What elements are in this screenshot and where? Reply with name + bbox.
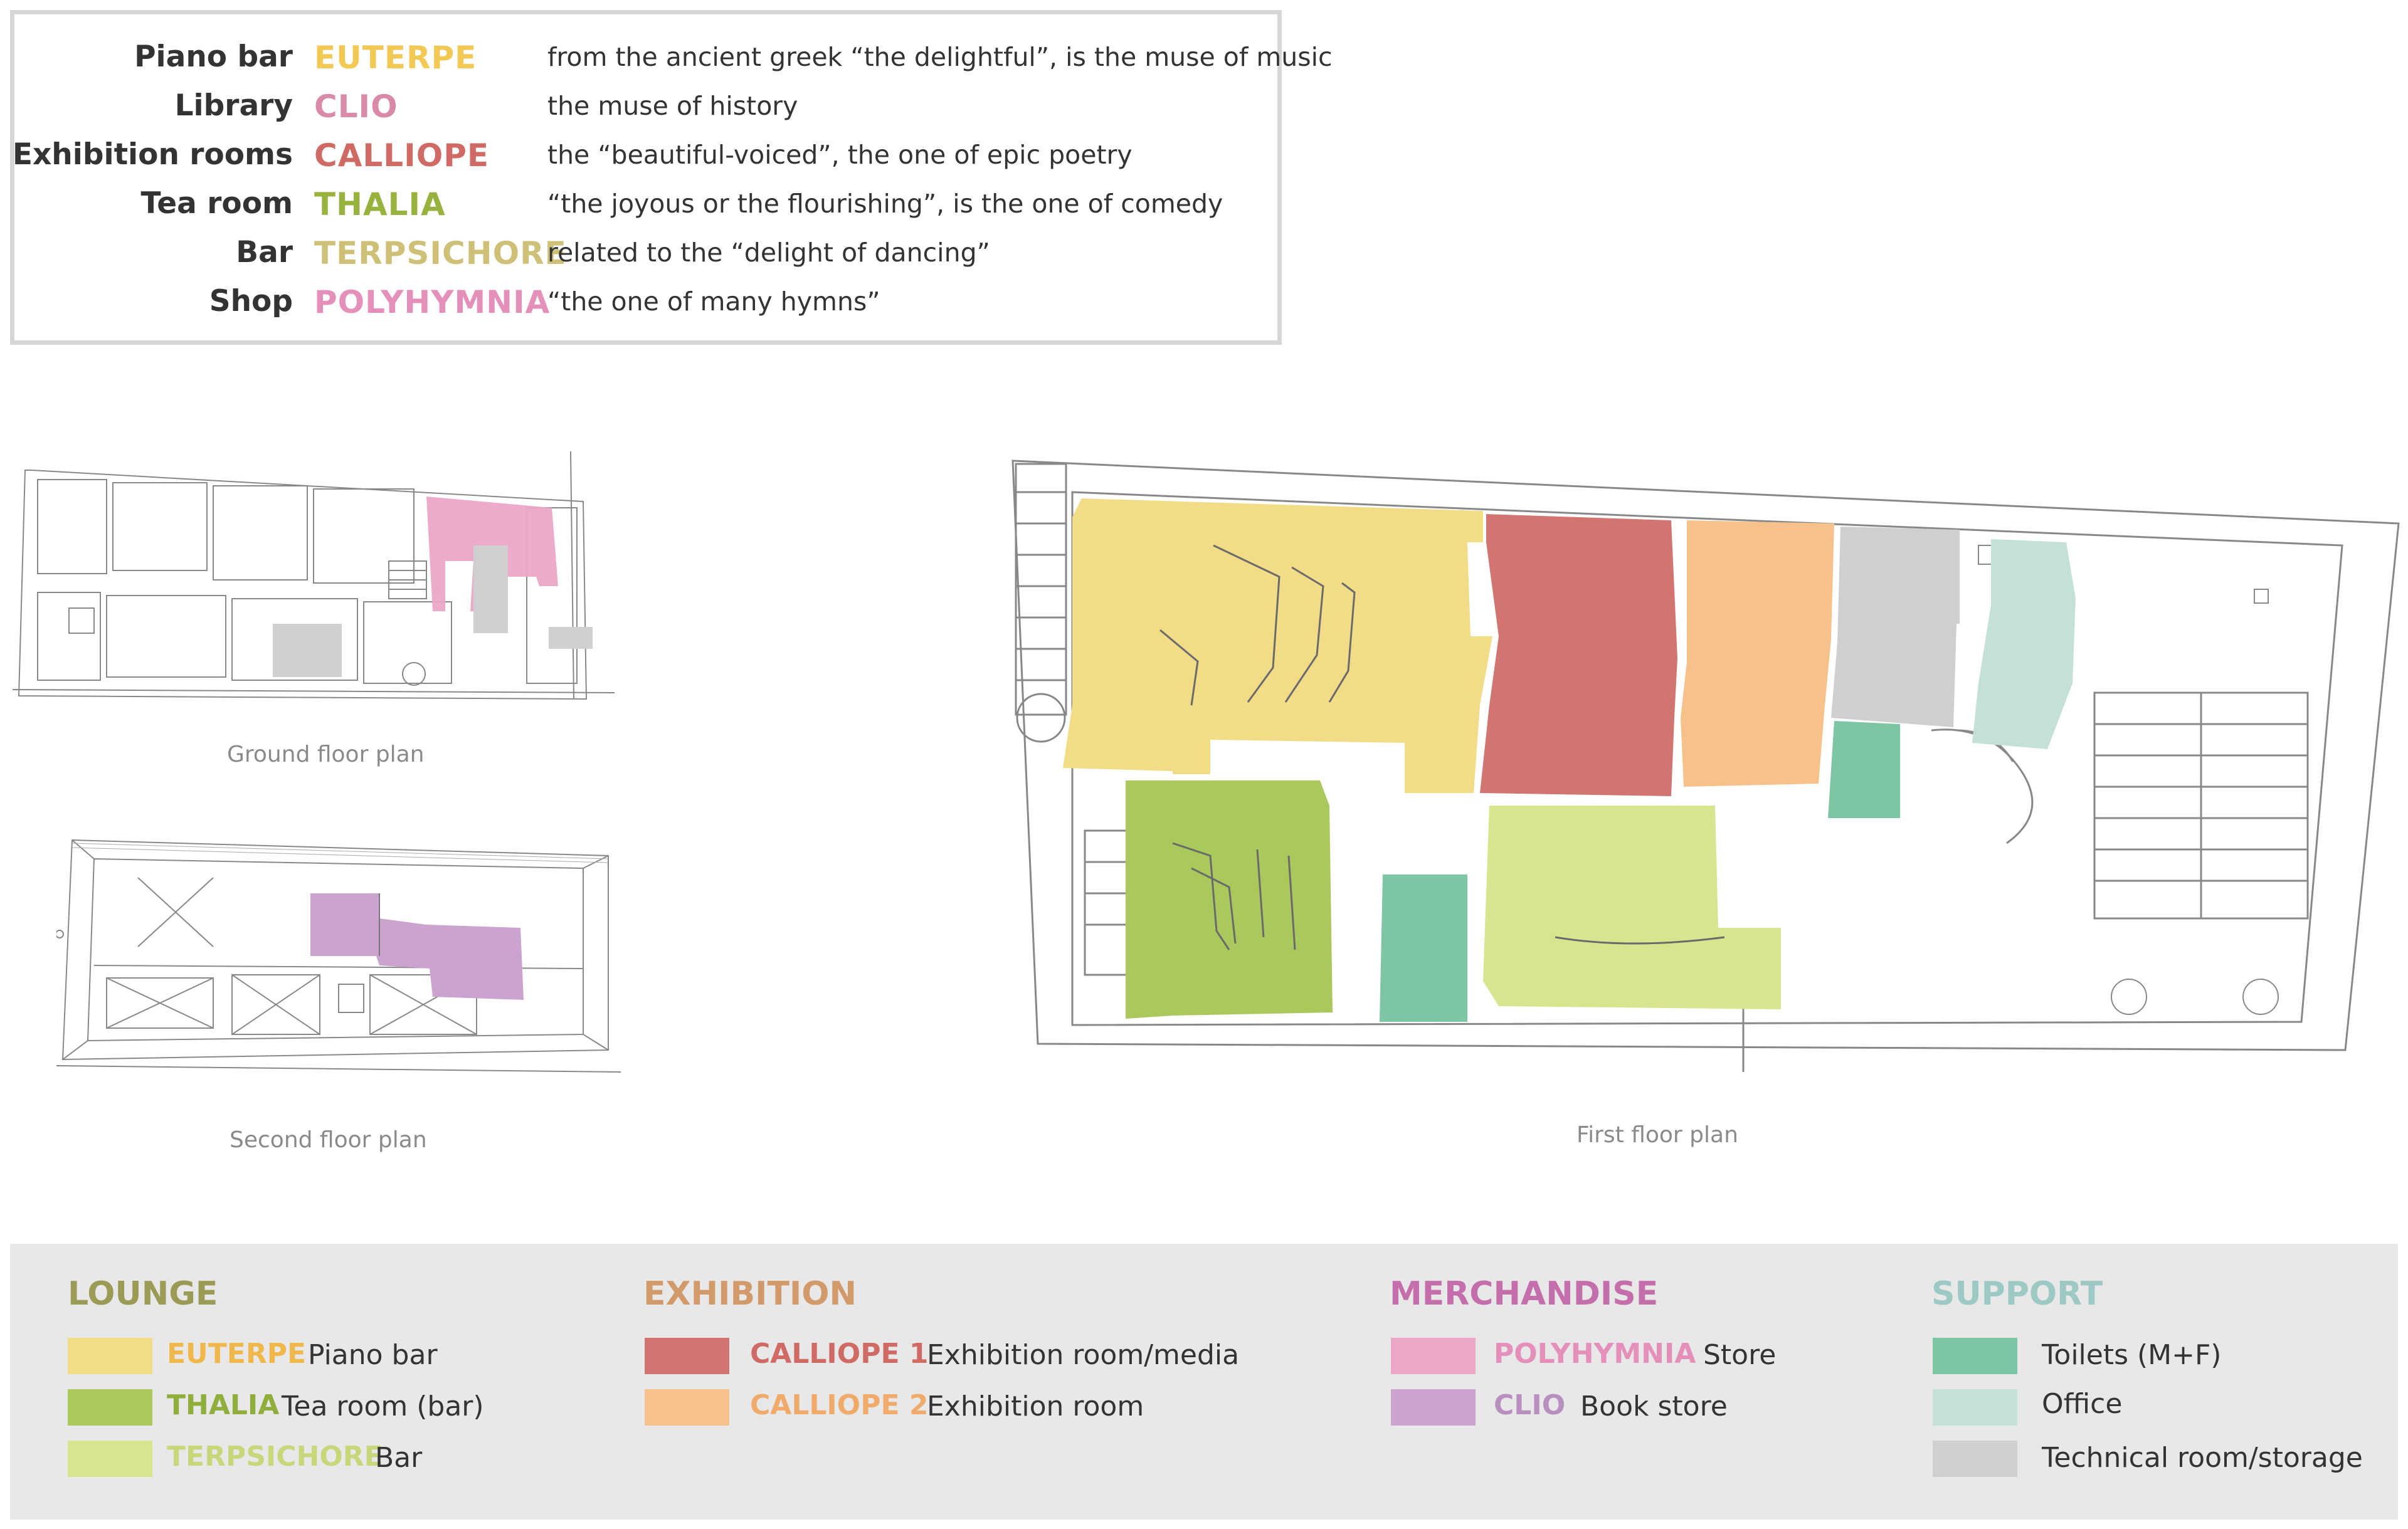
toilets-zone	[1380, 875, 1467, 1022]
muse-description: the muse of history	[547, 91, 798, 121]
legend-item-desc: Piano bar	[308, 1339, 438, 1371]
office-swatch	[1933, 1389, 2017, 1426]
legend-item-name: CALLIOPE 1	[750, 1338, 929, 1370]
legend-item-desc: Exhibition room/media	[927, 1339, 1240, 1371]
muse-row: Library CLIO the muse of history	[14, 88, 1277, 137]
legend-item-name: CALLIOPE 2	[750, 1389, 929, 1421]
legend-item-name: POLYHYMNIA	[1494, 1338, 1696, 1370]
muse-description: from the ancient greek “the delightful”,…	[547, 42, 1333, 72]
second-floor-caption: Second floor plan	[230, 1127, 427, 1153]
muse-row: Tea room THALIA “the joyous or the flour…	[14, 186, 1277, 235]
legend-item-desc: Store	[1703, 1339, 1777, 1371]
muse-name: THALIA	[314, 186, 446, 223]
thalia-swatch	[68, 1389, 152, 1426]
toilets-zone	[1828, 721, 1900, 818]
muse-row: Exhibition rooms CALLIOPE the “beautiful…	[12, 137, 1277, 186]
calliope-2-zone	[1681, 520, 1834, 787]
muse-name: CLIO	[314, 88, 398, 125]
muse-room-label: Library	[174, 88, 293, 123]
muse-row: Bar TERPSICHORE related to the “delight …	[14, 235, 1277, 284]
legend-category-support: SUPPORT	[1931, 1275, 2103, 1313]
legend-item-name: CLIO	[1494, 1389, 1566, 1421]
legend-item-desc: Book store	[1580, 1390, 1728, 1422]
technical-zone	[549, 627, 593, 649]
function-legend: LOUNGE EUTERPE Piano bar THALIA Tea room…	[10, 1244, 2398, 1520]
muse-description: “the one of many hymns”	[547, 286, 880, 317]
technical-swatch	[1933, 1441, 2017, 1477]
muse-name: EUTERPE	[314, 39, 477, 76]
calliope-2-swatch	[645, 1389, 729, 1426]
legend-item-name: EUTERPE	[167, 1338, 307, 1370]
muse-row: Shop POLYHYMNIA “the one of many hymns”	[14, 284, 1277, 333]
office-zone	[1972, 539, 2076, 749]
muse-room-label: Shop	[209, 284, 293, 318]
muse-name: CALLIOPE	[314, 137, 490, 174]
legend-item-desc: Technical room/storage	[2042, 1442, 2363, 1474]
legend-item-desc: Tea room (bar)	[282, 1390, 484, 1422]
second-floor-plan	[56, 839, 621, 1073]
muse-name: POLYHYMNIA	[314, 284, 551, 320]
toilets-swatch	[1933, 1338, 2017, 1374]
euterpe-swatch	[68, 1338, 152, 1374]
muse-room-label: Exhibition rooms	[12, 137, 293, 172]
muse-description: related to the “delight of dancing”	[547, 238, 990, 268]
euterpe-zone	[1063, 498, 1492, 793]
technical-zone	[273, 624, 342, 677]
terpsichore-zone	[1483, 806, 1781, 1009]
polyhymnia-swatch	[1391, 1338, 1476, 1374]
technical-zone	[473, 545, 508, 633]
legend-category-lounge: LOUNGE	[68, 1275, 218, 1313]
thalia-zone	[1126, 780, 1333, 1019]
ground-floor-plan	[13, 451, 615, 700]
legend-item-name: TERPSICHORE	[167, 1441, 383, 1473]
technical-zone	[1831, 527, 1960, 727]
clio-swatch	[1391, 1389, 1476, 1426]
muse-description: “the joyous or the flourishing”, is the …	[547, 189, 1223, 219]
clio-zone	[310, 893, 524, 1000]
ground-floor-caption: Ground floor plan	[227, 742, 425, 767]
muse-name: TERPSICHORE	[314, 235, 567, 271]
muse-description: the “beautiful-voiced”, the one of epic …	[547, 140, 1133, 170]
muse-room-label: Tea room	[140, 186, 293, 221]
calliope-1-swatch	[645, 1338, 729, 1374]
legend-category-merchandise: MERCHANDISE	[1390, 1275, 1659, 1313]
first-floor-caption: First floor plan	[1576, 1122, 1738, 1148]
legend-item-desc: Exhibition room	[927, 1390, 1144, 1422]
terpsichore-swatch	[68, 1441, 152, 1477]
first-floor-plan	[1011, 460, 2400, 1072]
legend-item-desc: Bar	[375, 1442, 423, 1474]
muse-row: Piano bar EUTERPE from the ancient greek…	[14, 39, 1332, 88]
legend-item-desc: Office	[2042, 1388, 2123, 1420]
legend-category-exhibition: EXHIBITION	[643, 1275, 857, 1313]
legend-item-desc: Toilets (M+F)	[2042, 1339, 2222, 1371]
calliope-1-zone	[1480, 514, 1677, 796]
muse-room-label: Piano bar	[134, 39, 293, 74]
muse-legend-box: Piano bar EUTERPE from the ancient greek…	[10, 10, 1333, 345]
muse-room-label: Bar	[236, 235, 293, 270]
legend-item-name: THALIA	[167, 1389, 280, 1421]
